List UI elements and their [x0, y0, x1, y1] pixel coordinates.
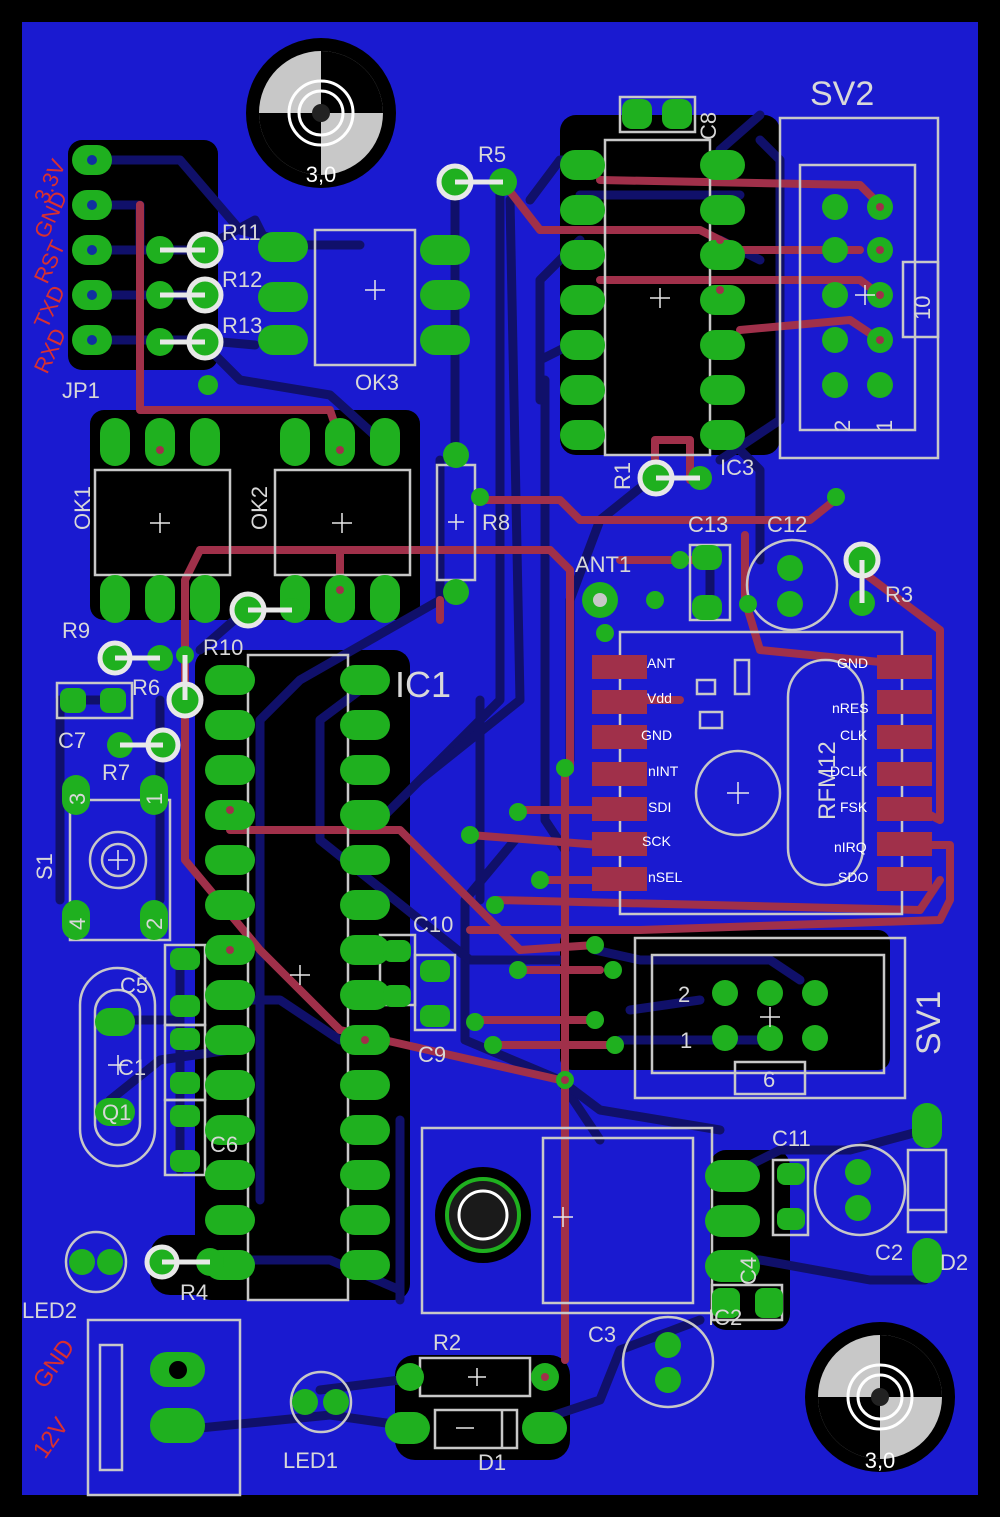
- mounting-hole-bottom: 3,0: [805, 1322, 955, 1473]
- rfm12-pin-sck: SCK: [642, 833, 671, 849]
- label-d1: D1: [478, 1450, 506, 1475]
- label-sv1-2: 2: [678, 982, 690, 1007]
- label-ok1: OK1: [70, 486, 95, 530]
- rfm12-pin-nsel: nSEL: [648, 869, 682, 885]
- label-r10: R10: [203, 635, 243, 660]
- label-r1: R1: [610, 462, 635, 490]
- label-sv2: SV2: [810, 75, 874, 113]
- drill-holes: [87, 155, 607, 1379]
- label-r13: R13: [222, 313, 262, 338]
- rfm12-pads: [592, 655, 932, 891]
- label-rfm12: RFM12: [814, 741, 841, 820]
- rfm12-pin-ant: ANT: [647, 655, 675, 671]
- rfm12-pin-vdd: Vdd: [647, 690, 672, 706]
- rfm12-pin-gnd-l: GND: [641, 727, 672, 743]
- label-s1-3: 3: [65, 793, 90, 805]
- rfm12-pin-nint: nINT: [648, 763, 679, 779]
- rfm12-pin-sdo: SDO: [838, 869, 868, 885]
- label-c6: C6: [210, 1132, 238, 1157]
- label-q1: Q1: [102, 1100, 131, 1125]
- label-r12: R12: [222, 267, 262, 292]
- label-ic2: IC2: [708, 1305, 742, 1330]
- component-centers: [108, 280, 875, 1429]
- label-ant1: ANT1: [575, 552, 631, 577]
- label-s1-2: 2: [142, 918, 167, 930]
- silk-labels: JP1 R11 R12 R13 R5 OK3 C8 SV2 10 2 1 R1 …: [22, 75, 968, 1475]
- rfm12-pin-nirq: nIRQ: [834, 839, 867, 855]
- rfm12-pin-labels: ANT Vdd GND nINT SDI SCK nSEL GND nRES C…: [641, 655, 869, 885]
- label-d2: D2: [940, 1250, 968, 1275]
- label-c12: C12: [767, 512, 807, 537]
- label-sv1: SV1: [910, 991, 948, 1055]
- label-r4: R4: [180, 1280, 208, 1305]
- label-r6: R6: [132, 675, 160, 700]
- label-s1-4: 4: [65, 918, 90, 930]
- label-r9: R9: [62, 618, 90, 643]
- pad-net-markers: [136, 201, 884, 1381]
- label-led1: LED1: [283, 1448, 338, 1473]
- rfm12-pin-dclk: DCLK: [830, 763, 868, 779]
- label-r7: R7: [102, 760, 130, 785]
- label-led2: LED2: [22, 1298, 77, 1323]
- label-ic3: IC3: [720, 455, 754, 480]
- label-r8: R8: [482, 510, 510, 535]
- label-s1-1: 1: [142, 793, 167, 805]
- pads: [60, 99, 942, 1444]
- label-r11: R11: [222, 220, 261, 245]
- label-c13: C13: [688, 512, 728, 537]
- label-c4: C4: [736, 1257, 761, 1285]
- label-c3: C3: [588, 1322, 616, 1347]
- rfm12-pin-gnd-r: GND: [837, 655, 868, 671]
- label-r2: R2: [433, 1330, 461, 1355]
- rfm12-pin-sdi: SDI: [648, 799, 671, 815]
- rfm12-pin-fsk: FSK: [840, 799, 868, 815]
- label-s1: S1: [32, 853, 57, 880]
- label-c2: C2: [875, 1240, 903, 1265]
- label-sv2-10: 10: [910, 296, 935, 320]
- label-ok3: OK3: [355, 370, 399, 395]
- label-sv2-2: 2: [830, 420, 855, 432]
- label-ok2: OK2: [247, 486, 272, 530]
- silkscreen-outlines: [55, 95, 948, 1497]
- rfm12-pin-clk: CLK: [840, 727, 868, 743]
- label-c8: C8: [696, 112, 721, 140]
- resistor-links: [97, 163, 881, 1280]
- label-jp1: JP1: [62, 378, 100, 403]
- label-ic1: IC1: [395, 664, 451, 705]
- label-c5: C5: [120, 973, 148, 998]
- mount-bottom-label: 3,0: [865, 1448, 896, 1473]
- label-sv2-1: 1: [872, 420, 897, 432]
- label-c1: C1: [118, 1055, 146, 1080]
- label-r3: R3: [885, 582, 913, 607]
- label-c9: C9: [418, 1042, 446, 1067]
- label-c11: C11: [772, 1126, 811, 1151]
- ic2-heatsink-hole: [435, 1167, 531, 1263]
- label-sv1-6: 6: [763, 1067, 775, 1092]
- label-c10: C10: [413, 912, 453, 937]
- mount-top-label: 3,0: [306, 162, 337, 187]
- mounting-hole-top: 3,0: [246, 38, 396, 188]
- label-c7: C7: [58, 728, 86, 753]
- label-sv1-1: 1: [680, 1028, 692, 1053]
- label-r5: R5: [478, 142, 506, 167]
- rfm12-pin-nres: nRES: [832, 700, 869, 716]
